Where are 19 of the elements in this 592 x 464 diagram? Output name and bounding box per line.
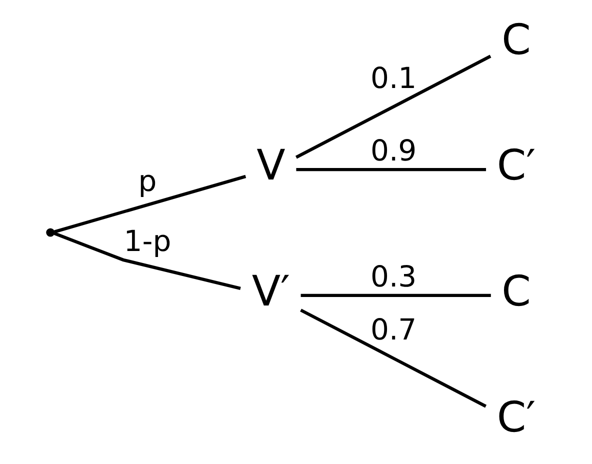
edge-label: 0.9 (370, 133, 416, 168)
connector (300, 293, 490, 297)
connector (294, 54, 491, 158)
edge-label: p (138, 164, 156, 198)
edge-label: 0.3 (370, 258, 416, 293)
connector (53, 231, 240, 290)
node-point (46, 228, 54, 236)
node-text: C (501, 14, 530, 64)
node-text: C′ (496, 392, 536, 441)
connector (300, 308, 486, 408)
node-text: C′ (496, 140, 536, 190)
connector (296, 167, 486, 171)
edge-label: 0.1 (370, 60, 416, 94)
node-text: V (256, 140, 285, 190)
node-text: C (501, 266, 530, 316)
connector (54, 174, 246, 233)
edge-label: 1-p (123, 223, 171, 258)
node-text: V′ (251, 266, 290, 316)
edge-label: 0.7 (370, 312, 416, 346)
